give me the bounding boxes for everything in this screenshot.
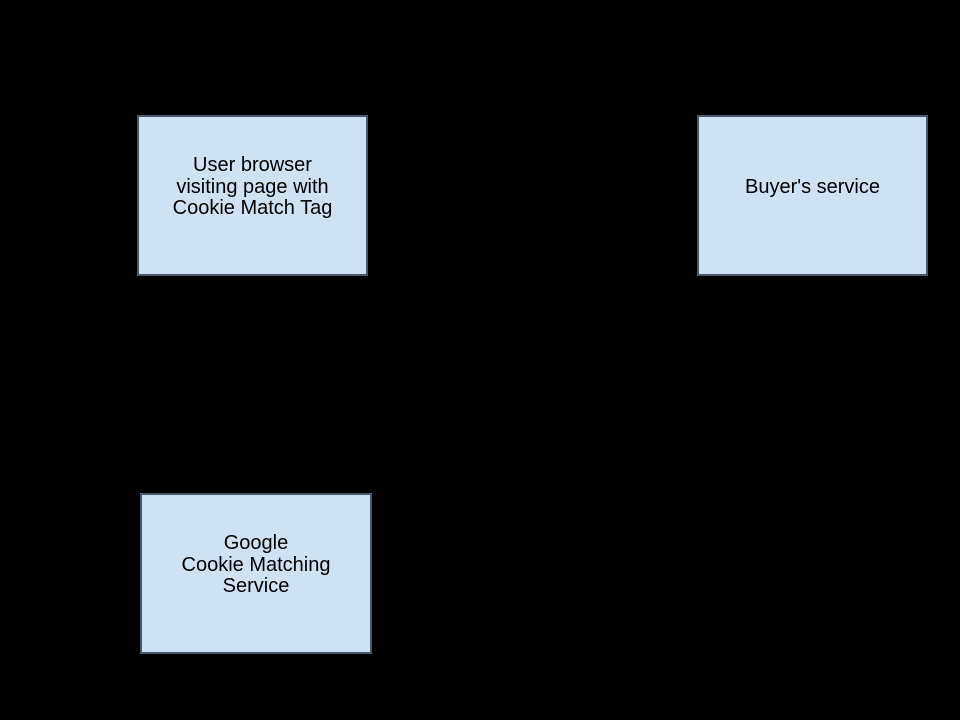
node-google-cookie-matching: Google Cookie Matching Service [140,493,372,654]
node-user-browser: User browser visiting page with Cookie M… [137,115,368,276]
node-buyers-service-label: Buyer's service [745,175,880,199]
node-google-cookie-matching-label: Google Cookie Matching Service [182,533,331,598]
node-google-cookie-matching-line-1: Google [223,532,289,555]
node-user-browser-line-3: Cookie Match Tag [172,197,333,220]
node-user-browser-label: User browser visiting page with Cookie M… [173,155,333,220]
node-google-cookie-matching-line-2: Cookie Matching [181,553,331,576]
node-user-browser-line-1: User browser [193,154,312,177]
node-google-cookie-matching-line-3: Service [222,575,290,598]
node-buyers-service-line-1: Buyer's service [745,175,880,198]
node-user-browser-line-2: visiting page with [176,175,329,198]
node-buyers-service: Buyer's service [697,115,928,276]
